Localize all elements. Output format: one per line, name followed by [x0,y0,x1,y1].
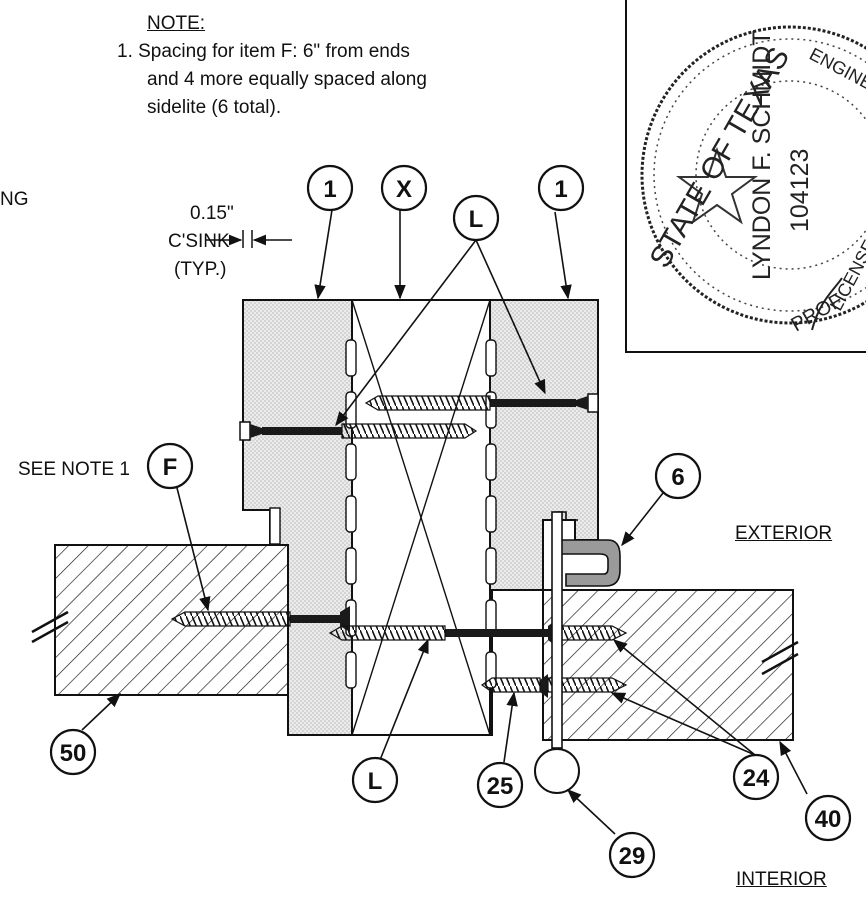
seal-signature [811,277,843,331]
note-title: NOTE: [147,13,206,34]
seal-name: LYNDON F. SCHMIDT [748,30,776,280]
callout-6-text: 6 [671,464,684,491]
callout-25-text: 25 [487,773,514,800]
weatherstrip-6 [559,539,621,587]
cropped-text-fragment: NG [0,189,29,210]
engineer-seal: STATE OF TEXAS LYNDON F. SCHMIDT 104123 … [625,0,866,353]
screw-24-long [328,620,628,646]
member-40 [542,589,794,741]
callout-24-text: 24 [743,765,770,792]
callout-x-text: X [396,176,412,203]
callout-50-text: 50 [60,740,87,767]
callout-l-bottom [351,756,399,804]
callout-f-text: F [163,454,178,481]
callout-6 [654,452,702,500]
break-lines [31,610,799,676]
callout-29 [608,831,656,879]
note-line-1: 1. Spacing for item F: 6" from ends [117,41,410,62]
csink-dimension [206,230,292,248]
callout-40-text: 40 [815,806,842,833]
bulb-29 [534,748,580,794]
callout-l-top [452,194,500,242]
dimension-label: C'SINK [168,231,230,252]
callout-25 [476,761,524,809]
callout-1-left [306,164,354,212]
callout-l-top-text: L [469,206,484,233]
callout-29-text: 29 [619,843,646,870]
callout-1-left-text: 1 [323,176,336,203]
seal-number: 104123 [786,149,814,232]
see-note-label: SEE NOTE 1 [18,459,130,480]
callout-40 [804,794,852,842]
callout-x [380,164,428,212]
exterior-label: EXTERIOR [735,523,833,544]
screw-25 [480,674,628,698]
note-line-2: and 4 more equally spaced along [147,69,427,90]
dimension-typ: (TYP.) [174,259,227,280]
dimension-value: 0.15" [190,203,234,224]
callout-1-right-text: 1 [554,176,567,203]
callout-1-right [537,164,585,212]
seal-engineer: ENGINEER [806,44,866,106]
screw-upper-right [364,393,599,413]
clip-29-stem [551,511,563,749]
interior-label: INTERIOR [736,869,827,890]
star-icon [675,146,759,225]
screw-upper-left [239,421,478,441]
callout-24 [732,753,780,801]
callout-f [146,442,194,490]
callout-50 [49,728,97,776]
note-line-3: sidelite (6 total). [147,97,282,118]
callout-l-bottom-text: L [368,768,383,795]
